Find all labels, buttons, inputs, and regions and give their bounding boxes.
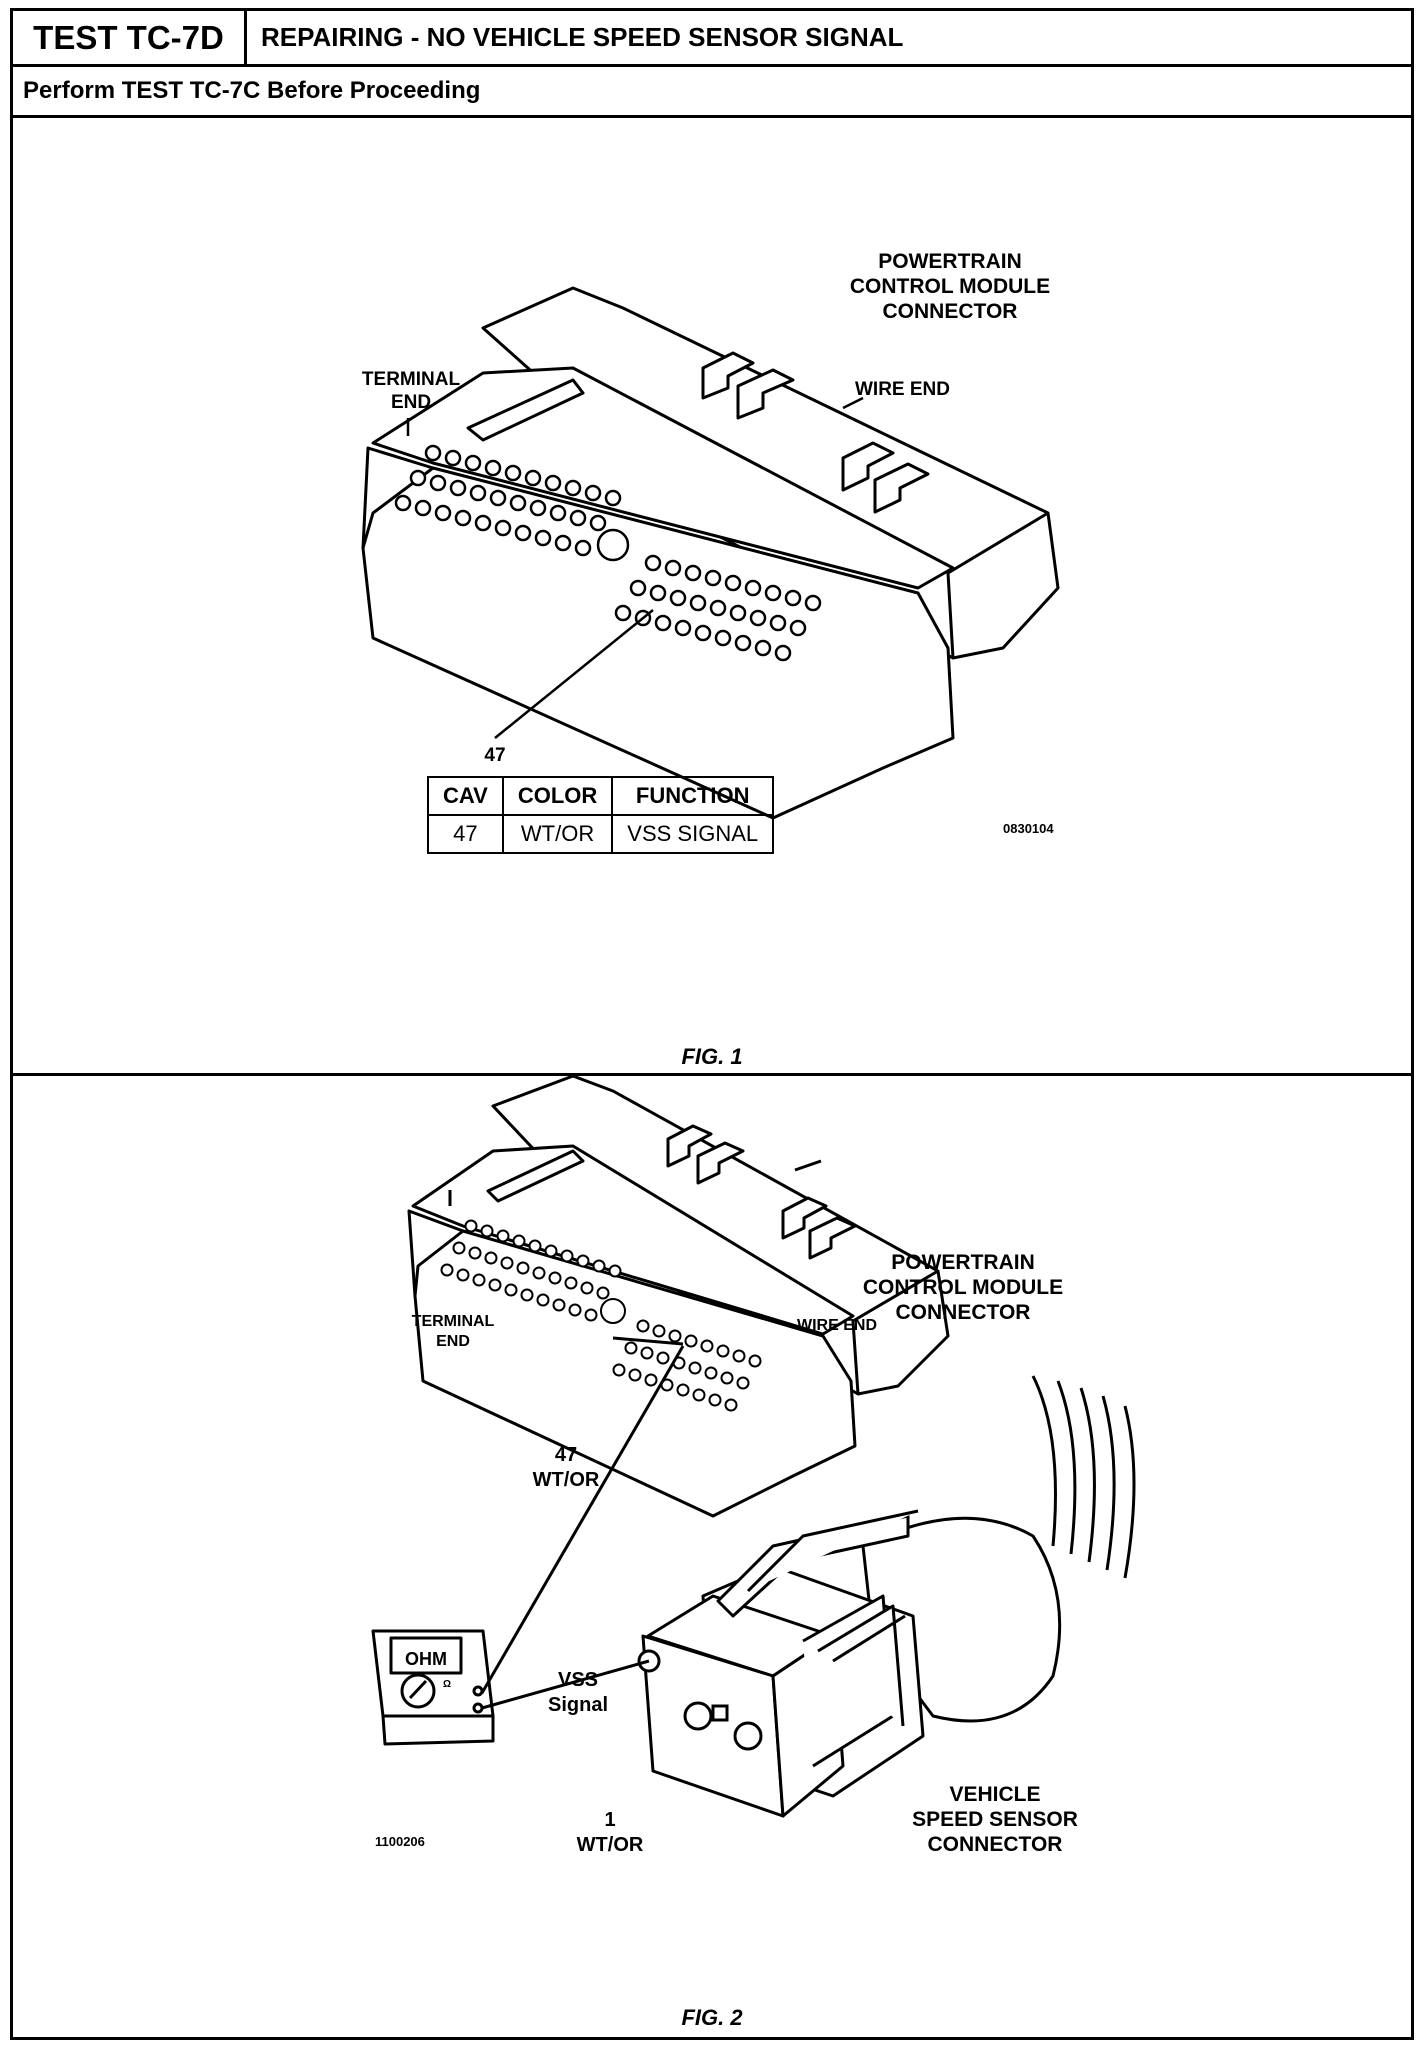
title-row: TEST TC-7D REPAIRING - NO VEHICLE SPEED … bbox=[13, 11, 1411, 67]
vss-connector-label-line3: CONNECTOR bbox=[928, 1833, 1063, 1856]
meter-display: OHM bbox=[405, 1649, 447, 1669]
table-row: 47 WT/OR VSS SIGNAL bbox=[427, 814, 775, 854]
header-cav: CAV bbox=[427, 776, 504, 816]
table-header-row: CAV COLOR FUNCTION bbox=[427, 776, 775, 816]
meter-dial-label: Ω bbox=[443, 1679, 451, 1690]
sensor-pin-1-color: WT/OR bbox=[577, 1834, 644, 1856]
cell-color: WT/OR bbox=[501, 814, 614, 854]
pcm-pin-47-color: WT/OR bbox=[533, 1469, 600, 1491]
vss-label-line1: VSS bbox=[558, 1669, 598, 1691]
image-code-fig1: 0830104 bbox=[1003, 821, 1054, 836]
pcm-connector-label-line2: CONTROL MODULE bbox=[850, 275, 1050, 298]
fig1-caption: FIG. 1 bbox=[681, 1044, 743, 1069]
terminal-end-label-line1: TERMINAL bbox=[362, 369, 461, 390]
pcm2-label-line2: CONTROL MODULE bbox=[863, 1276, 1063, 1299]
vss-label-line2: Signal bbox=[548, 1694, 608, 1716]
header-function: FUNCTION bbox=[611, 776, 775, 816]
figure-1-panel: POWERTRAIN CONTROL MODULE CONNECTOR TERM… bbox=[13, 118, 1411, 1078]
terminal-end-label-line2: END bbox=[391, 392, 431, 413]
vss-connector-label-line1: VEHICLE bbox=[949, 1783, 1040, 1806]
cavity-47-callout: 47 bbox=[484, 745, 505, 766]
pcm-connector-label-line1: POWERTRAIN bbox=[878, 250, 1022, 273]
test-id: TEST TC-7D bbox=[13, 11, 247, 64]
terminal-end2-line2: END bbox=[436, 1333, 470, 1350]
cell-cav: 47 bbox=[427, 814, 504, 854]
pcm-connector-drawing: POWERTRAIN CONTROL MODULE CONNECTOR TERM… bbox=[361, 250, 1060, 820]
fig2-caption: FIG. 2 bbox=[681, 2005, 743, 2030]
figure-divider bbox=[13, 1073, 1411, 1076]
pcm-connector-label-line3: CONNECTOR bbox=[883, 300, 1018, 323]
header-color: COLOR bbox=[501, 776, 614, 816]
wire-end-label: WIRE END bbox=[855, 379, 950, 400]
vss-connector-label-line2: SPEED SENSOR bbox=[912, 1808, 1078, 1831]
cell-function: VSS SIGNAL bbox=[611, 814, 775, 854]
test-title: REPAIRING - NO VEHICLE SPEED SENSOR SIGN… bbox=[261, 22, 904, 52]
image-code-fig2: 1100206 bbox=[375, 1834, 425, 1849]
pcm2-label-line3: CONNECTOR bbox=[896, 1301, 1031, 1324]
sensor-pin-1-label: 1 bbox=[604, 1809, 615, 1831]
page-frame: TEST TC-7D REPAIRING - NO VEHICLE SPEED … bbox=[10, 8, 1414, 2040]
vss-test-drawing: POWERTRAIN CONTROL MODULE CONNECTOR TERM… bbox=[371, 1076, 1136, 1856]
figure-2-panel: POWERTRAIN CONTROL MODULE CONNECTOR TERM… bbox=[13, 1076, 1411, 2037]
cavity-table: CAV COLOR FUNCTION 47 WT/OR VSS SIGNAL bbox=[427, 776, 775, 854]
prerequisite-note: Perform TEST TC-7C Before Proceeding bbox=[13, 67, 1411, 118]
pcm-pin-47-label: 47 bbox=[555, 1444, 577, 1466]
terminal-end2-line1: TERMINAL bbox=[412, 1313, 495, 1330]
wire-end2-label: WIRE END bbox=[797, 1317, 877, 1334]
pcm2-label-line1: POWERTRAIN bbox=[891, 1251, 1035, 1274]
